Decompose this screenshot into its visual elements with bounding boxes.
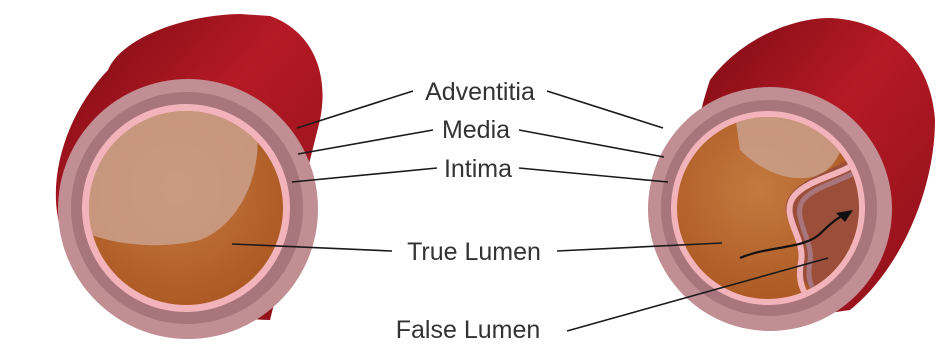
intimal-flap-media <box>797 162 859 299</box>
dissected-vessel <box>648 18 935 331</box>
true-lumen-label: True Lumen <box>407 238 541 266</box>
intimal-flap <box>786 155 859 299</box>
adventitia-label: Adventitia <box>425 78 535 106</box>
intima-leader-right <box>518 167 669 183</box>
adventitia-leader-right <box>546 90 664 129</box>
adventitia-leader-left <box>296 90 414 129</box>
intima-label: Intima <box>444 155 512 183</box>
media-leader-right <box>518 129 665 158</box>
labels: Adventitia Media Intima True Lumen False… <box>396 78 541 344</box>
left-lumen-highlight <box>89 111 258 246</box>
flow-arrow-head <box>836 210 853 222</box>
false-lumen-label: False Lumen <box>396 316 541 344</box>
media-label: Media <box>442 116 510 144</box>
false-lumen-leader <box>566 257 829 332</box>
normal-vessel <box>55 14 323 339</box>
true-lumen-leader-right <box>556 242 723 252</box>
flow-arrow <box>739 213 846 260</box>
intima-leader-left <box>291 167 438 183</box>
leader-lines <box>231 90 829 332</box>
media-leader-left <box>297 129 434 155</box>
true-lumen-leader-left <box>231 243 393 252</box>
